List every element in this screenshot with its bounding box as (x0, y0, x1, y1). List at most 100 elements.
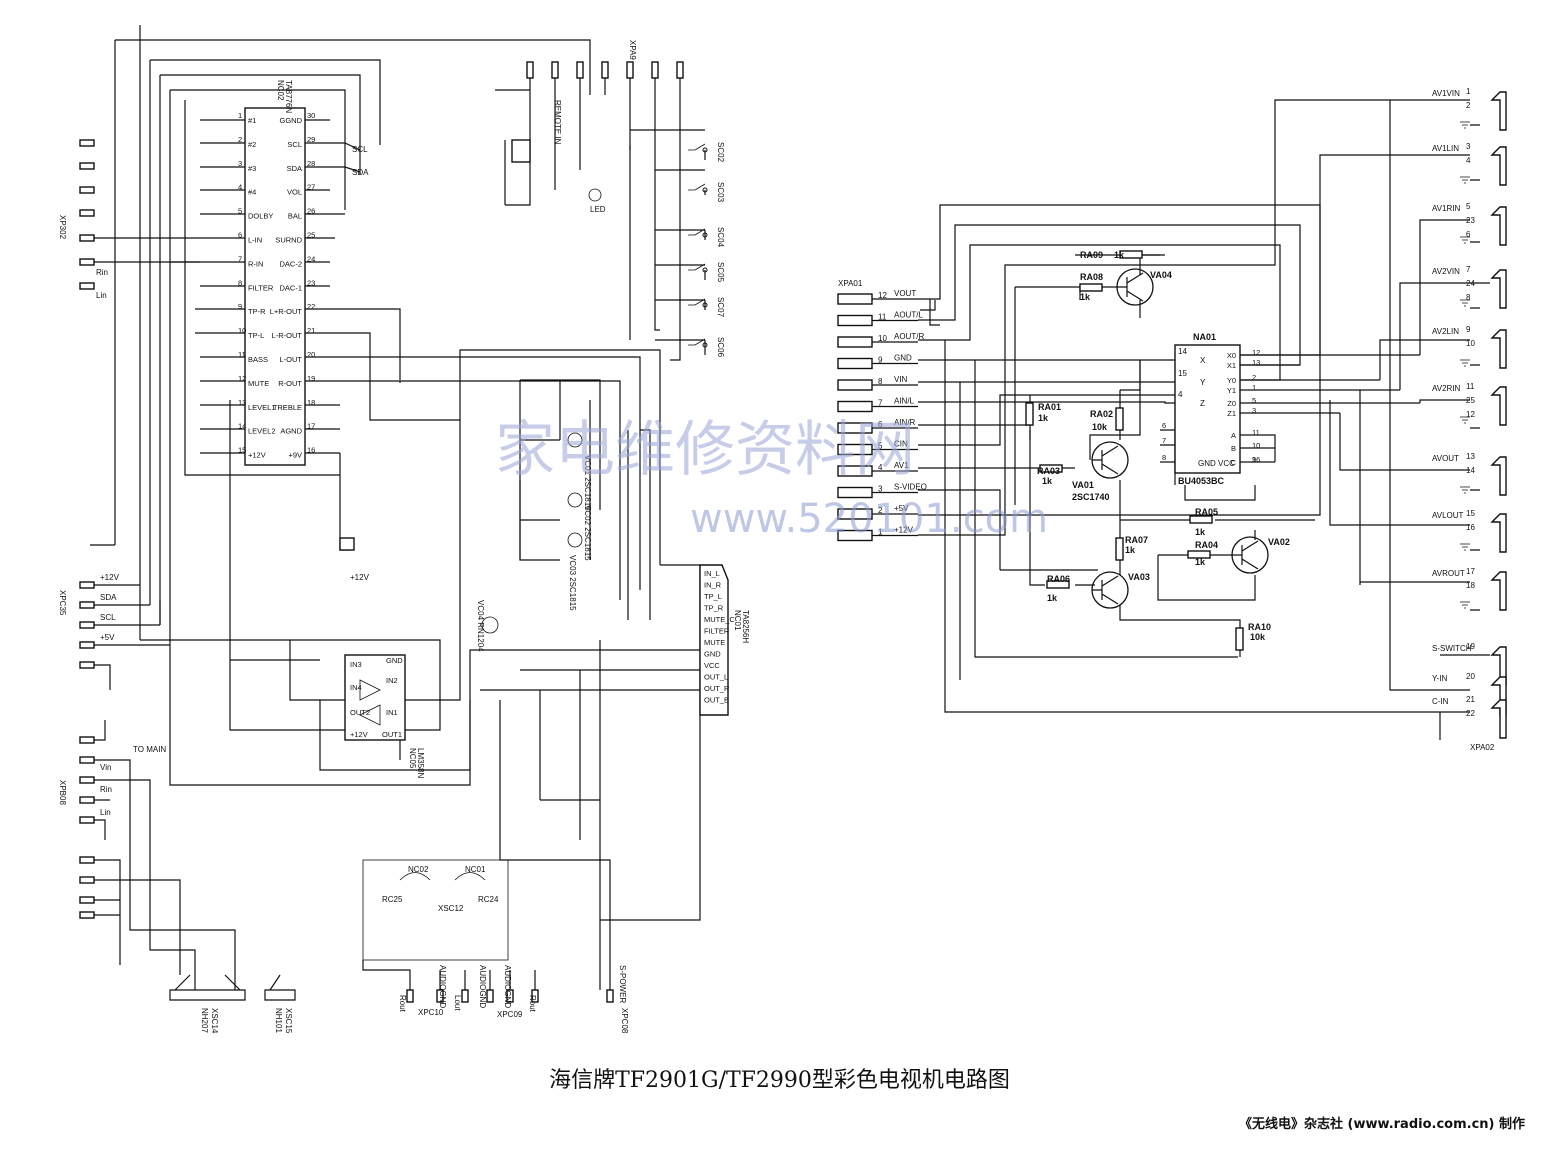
jack-pin-1: 1 (1466, 87, 1471, 96)
na01-l-Z: Z (1200, 399, 1205, 408)
xpc10-label: XPC10 (418, 1008, 444, 1017)
xpa01-pinlabel-7: AIN/L (894, 397, 915, 406)
jack-ground-7 (1460, 486, 1470, 494)
resistor-ra09-value: 1k (1114, 250, 1125, 260)
na01-r-A: A (1231, 431, 1236, 440)
nc02-pinnum-r10: 21 (307, 326, 315, 335)
xpa01-pinlabel-3: S-VIDEO (894, 483, 927, 492)
switch-node-2 (702, 187, 708, 193)
jack-label-avout: AVOUT (1432, 454, 1459, 463)
jack-pin-7: 7 (1466, 265, 1471, 274)
transistor-va02-symbol (1232, 540, 1259, 570)
nc02-pinnum-r15: 16 (307, 446, 315, 455)
jack-pin-9: 9 (1466, 325, 1471, 334)
watermark-text: 家电维修资料网 (495, 415, 915, 485)
switch-contact-3 (688, 228, 706, 236)
jack-ground-5 (1460, 359, 1470, 367)
na01-lnum-4: 4 (1178, 390, 1183, 399)
nc02-pin-3: #3 (248, 164, 256, 173)
xp302-label: XP302 (58, 215, 67, 240)
jack-body-2 (1490, 146, 1507, 186)
xp302-rin: Rin (96, 268, 108, 277)
jack-label-avlout: AVLOUT (1432, 511, 1464, 520)
nc02-pinnum-r4: 27 (307, 183, 315, 192)
nc02-pinnum-2: 2 (238, 135, 242, 144)
nc02-pinnum-r14: 17 (307, 422, 315, 431)
jack-pin-11: 11 (1466, 382, 1475, 391)
na01-rnum-12: 12 (1252, 348, 1260, 357)
transistor-va01-part: 2SC1740 (1072, 492, 1110, 502)
nc02-pin-7: R-IN (248, 259, 263, 268)
xp302-lin: Lin (96, 291, 107, 300)
nc02-pinnum-r8: 23 (307, 278, 315, 287)
nc02-pin-6: L-IN (248, 236, 262, 245)
jack-pin-23: 23 (1466, 216, 1475, 225)
switch-label-4: SC05 (716, 262, 725, 283)
pin-audiognd-2: AUDIOGND (478, 965, 487, 1008)
nc02-pinnum-13: 13 (238, 398, 246, 407)
xpa01-pinnum-10: 10 (878, 334, 887, 343)
watermark: 家电维修资料网 www.520101.com (495, 415, 1048, 542)
dac-pin-5: MUTE_C (704, 615, 735, 624)
xpa01-pinnum-8: 8 (878, 377, 883, 386)
switch-contact-4 (688, 263, 706, 271)
xpa9-label: XPA9 (628, 40, 637, 60)
xpa01-pinnum-9: 9 (878, 356, 883, 365)
na01-vcc-num: 16 (1252, 455, 1260, 464)
nc02-pinnum-3: 3 (238, 159, 242, 168)
jack-body-9 (1490, 571, 1507, 611)
jack-pin-6: 6 (1466, 230, 1471, 239)
bottom-output-connectors: Rout AUDIOGND Lout AUDIOGND AUDIOGND Rou… (382, 865, 629, 1034)
nc02-pin-r15: +9V (288, 451, 302, 460)
switch-label-6: SC06 (716, 337, 725, 358)
dac-pin-3: TP_L (704, 592, 722, 601)
nc02-pin-r5: BAL (288, 212, 302, 221)
to-main-label: TO MAIN (133, 745, 166, 754)
nc02-pinnum-r6: 25 (307, 231, 315, 240)
resistor-ra06 (1046, 580, 1070, 589)
transistor-va04-symbol (1117, 272, 1144, 302)
resistor-ra07-ref: RA07 (1125, 535, 1148, 545)
jack-body-7 (1490, 456, 1507, 496)
jack-pin-25: 25 (1466, 396, 1475, 405)
jack-ground-6 (1460, 416, 1470, 424)
switch-node-4 (702, 267, 708, 273)
resistor-ra08 (1079, 283, 1103, 292)
speaker-nc01: NC01 (465, 865, 486, 874)
xpc35-pin-5v: +5V (100, 633, 115, 642)
xpb08-lin: Lin (100, 808, 111, 817)
xpa01-terminal-11 (837, 314, 873, 327)
switch-contact-5 (688, 298, 706, 306)
xsc15-label: XSC15 (284, 1008, 293, 1034)
resistor-ra03-ref: RA03 (1037, 466, 1060, 476)
dac-pin-10: OUT_L (704, 673, 728, 682)
dac-pin-7: MUTE (704, 638, 725, 647)
lm358-in1: IN1 (386, 708, 398, 717)
xpa01-pinnum-4: 4 (878, 463, 883, 472)
switch-label-5: SC07 (716, 297, 725, 318)
jack-body-1 (1490, 91, 1507, 131)
nc02-pin-14: LEVEL2 (248, 427, 276, 436)
switch-label-1: SC02 (716, 142, 725, 163)
resistor-ra05-ref: RA05 (1195, 507, 1218, 517)
nc02-pin-4: #4 (248, 188, 256, 197)
nc02-pin-r8: DAC-1 (279, 283, 302, 292)
dac-pin-8: GND (704, 650, 721, 659)
nc02-pin-r13: TREBLE (273, 403, 302, 412)
na01-gnd: GND (1198, 459, 1216, 468)
xpc35-pin-scl: SCL (100, 613, 116, 622)
ic-nc02-part: TA8776N (284, 80, 293, 113)
jack-ground-4 (1460, 299, 1470, 307)
nc02-pin-r2: SCL (287, 140, 302, 149)
switch-node-5 (702, 302, 708, 308)
scl-label: SCL (352, 145, 368, 154)
resistor-ra01-value: 1k (1038, 413, 1049, 423)
xpa01-label: XPA01 (838, 279, 863, 288)
jack-label-s-switch: S-SWITCH (1432, 644, 1472, 653)
led-label: LED (590, 205, 606, 214)
supply-12v-label: +12V (350, 573, 370, 582)
jack-ground-2 (1460, 176, 1470, 184)
